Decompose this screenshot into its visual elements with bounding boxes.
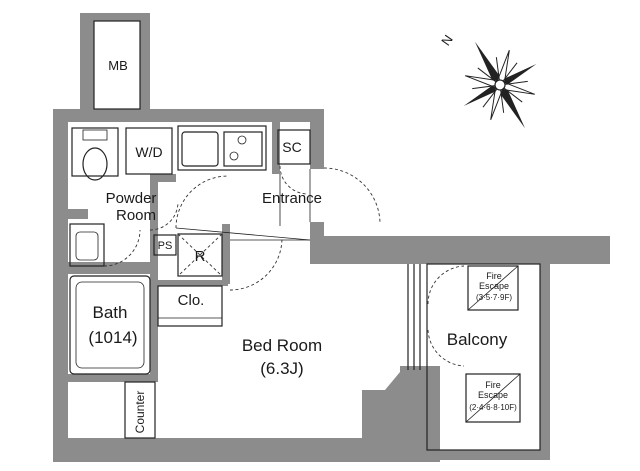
refrigerator-label: R [195, 248, 206, 265]
fire-escape-lower-line2: Escape [478, 390, 508, 400]
compass-rose-icon: N [438, 32, 537, 129]
closet-label: Clo. [178, 292, 205, 309]
walls [53, 13, 610, 462]
fire-escape-upper-line2: Escape [479, 281, 509, 291]
counter-label: Counter [133, 391, 147, 434]
bath-label: Bath [93, 303, 128, 322]
powder-room-label-line2: Room [116, 207, 156, 224]
powder-room-label-line1: Powder [106, 190, 157, 207]
fire-escape-lower-line1: Fire [485, 380, 501, 390]
entrance-label: Entrance [262, 190, 322, 207]
fire-escape-upper-floors: (3·5·7·9F) [476, 293, 512, 302]
fire-escape-lower-floors: (2·4·6·8·10F) [469, 403, 517, 412]
bath-size-label: (1014) [88, 328, 137, 347]
ps-label: PS [158, 240, 173, 252]
fire-escape-lower: Fire Escape (2·4·6·8·10F) [469, 380, 517, 412]
balcony-label: Balcony [447, 330, 508, 349]
bedroom-size-label: (6.3J) [260, 359, 303, 378]
compass-north-label: N [438, 32, 456, 48]
fixtures [69, 20, 541, 451]
fire-escape-upper: Fire Escape (3·5·7·9F) [476, 271, 512, 302]
bedroom-label: Bed Room [242, 336, 322, 355]
sc-label: SC [282, 139, 301, 155]
room-labels: MB W/D SC Powder Room Entrance PS R Clo.… [88, 58, 517, 433]
wd-label: W/D [135, 144, 162, 160]
mb-label: MB [108, 58, 128, 73]
fire-escape-upper-line1: Fire [486, 271, 502, 281]
door-swings [103, 165, 465, 367]
